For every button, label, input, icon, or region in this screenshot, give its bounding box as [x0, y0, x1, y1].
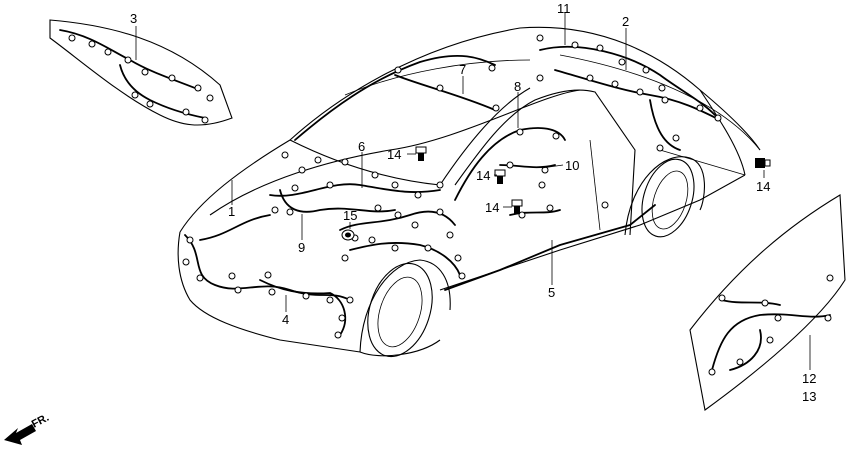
wire-harness-group [49, 19, 846, 411]
callout-3: 3 [130, 11, 137, 26]
grommet-icon [415, 146, 427, 161]
callout-15: 15 [343, 208, 357, 223]
callout-14b: 14 [476, 168, 490, 183]
callout-14c: 14 [485, 200, 499, 215]
callout-4: 4 [282, 312, 289, 327]
callout-14d: 14 [756, 179, 770, 194]
callout-11: 11 [557, 1, 571, 16]
callout-7: 7 [459, 62, 466, 77]
callout-9: 9 [298, 240, 305, 255]
grommet-icon [755, 158, 771, 168]
front-label: FR. [30, 412, 51, 431]
callouts: 3 11 2 7 8 6 14 10 14 14 14 1 15 9 5 4 1… [130, 1, 816, 404]
front-direction-indicator: FR. [4, 412, 51, 445]
callout-13: 13 [802, 389, 816, 404]
leader-lines [135, 12, 811, 370]
callout-10: 10 [565, 158, 579, 173]
grommet-icon [494, 169, 506, 184]
callout-6: 6 [358, 139, 365, 154]
callout-2: 2 [622, 14, 629, 29]
callout-12: 12 [802, 371, 816, 386]
callout-14a: 14 [387, 147, 401, 162]
callout-5: 5 [548, 285, 555, 300]
callout-1: 1 [228, 204, 235, 219]
car-body [177, 26, 761, 358]
grommet-icon [511, 199, 523, 214]
clip-icon [341, 229, 355, 241]
callout-8: 8 [514, 79, 521, 94]
arrow-front-icon [4, 424, 36, 445]
connector-group [68, 34, 834, 376]
grommet-group [341, 146, 771, 241]
